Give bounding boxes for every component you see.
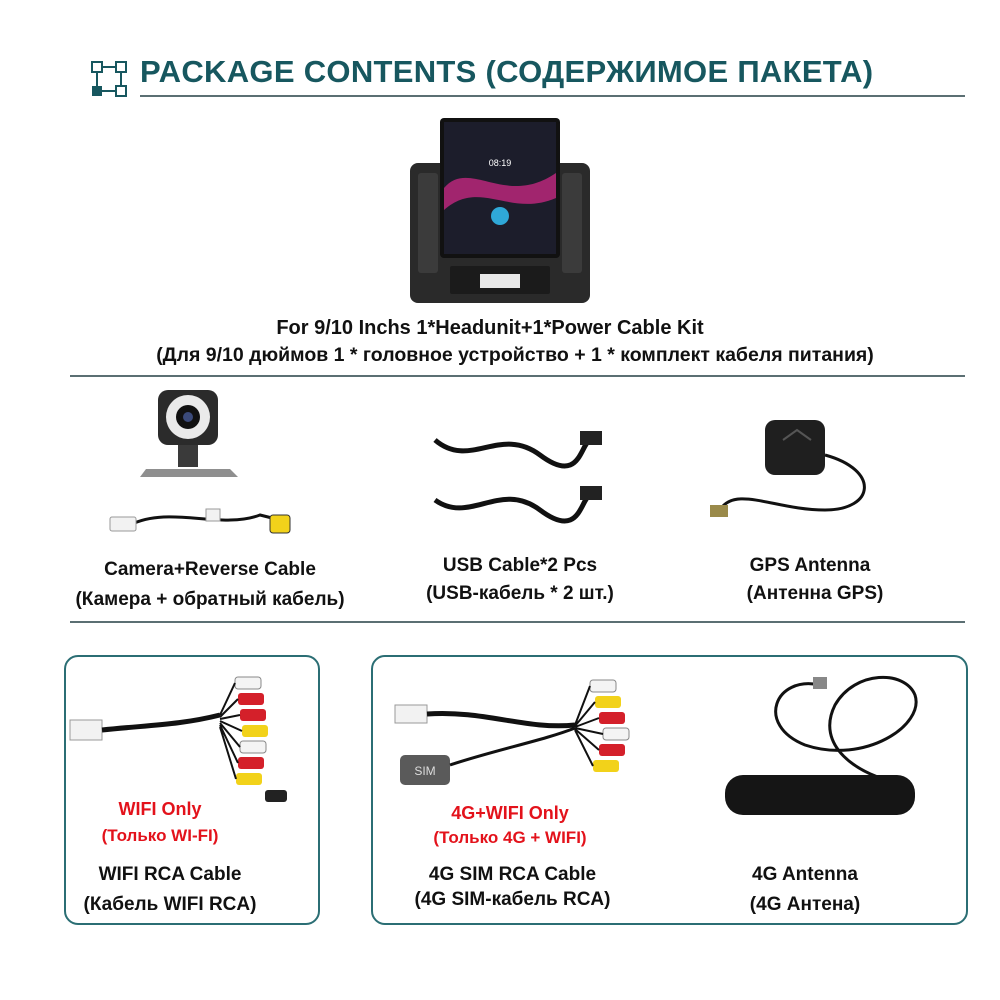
usb-cables-image bbox=[433, 431, 602, 524]
sim-rca-cable-image: SIM bbox=[394, 679, 630, 785]
sim-caption-en: 4G SIM RCA Cable bbox=[428, 864, 597, 885]
usb-caption-ru: (USB-кабель * 2 шт.) bbox=[426, 583, 614, 604]
page-title: PACKAGE CONTENTS (СОДЕРЖИМОЕ ПАКЕТА) bbox=[140, 54, 874, 89]
gps-antenna-image bbox=[710, 420, 866, 517]
section-divider-2 bbox=[70, 621, 965, 623]
camera-caption-en: Camera+Reverse Cable bbox=[104, 559, 316, 580]
headunit-caption-ru: (Для 9/10 дюймов 1 * головное устройство… bbox=[156, 344, 874, 366]
sim-caption-ru: (4G SIM-кабель RCA) bbox=[414, 889, 611, 910]
4g-antenna-caption-en: 4G Antenna bbox=[752, 864, 858, 885]
gps-caption-en: GPS Antenna bbox=[749, 555, 871, 576]
4g-antenna-caption-ru: (4G Антена) bbox=[749, 894, 861, 915]
gps-caption-ru: (Антенна GPS) bbox=[746, 583, 884, 604]
svg-text:08:19: 08:19 bbox=[489, 158, 512, 168]
wifi-note-en: WIFI Only bbox=[118, 799, 202, 819]
sim-note-ru: (Только 4G + WIFI) bbox=[433, 828, 587, 847]
4g-antenna-image bbox=[725, 675, 918, 815]
package-logo-icon bbox=[91, 61, 127, 97]
camera-caption-ru: (Камера + обратный кабель) bbox=[75, 589, 345, 610]
wifi-caption-en: WIFI RCA Cable bbox=[98, 864, 242, 885]
header-divider bbox=[140, 95, 965, 97]
headunit-caption-en: For 9/10 Inchs 1*Headunit+1*Power Cable … bbox=[276, 317, 704, 339]
usb-caption-en: USB Cable*2 Pcs bbox=[442, 555, 598, 576]
headunit-image: 08:19 bbox=[410, 118, 590, 303]
svg-text:SIM: SIM bbox=[414, 764, 435, 778]
wifi-caption-ru: (Кабель WIFI RCA) bbox=[83, 894, 257, 915]
wifi-note-ru: (Только WI-FI) bbox=[101, 826, 219, 845]
camera-image bbox=[109, 390, 291, 534]
wifi-rca-cable-image bbox=[69, 676, 287, 802]
section-divider-1 bbox=[70, 375, 965, 377]
sim-note-en: 4G+WIFI Only bbox=[451, 803, 569, 823]
